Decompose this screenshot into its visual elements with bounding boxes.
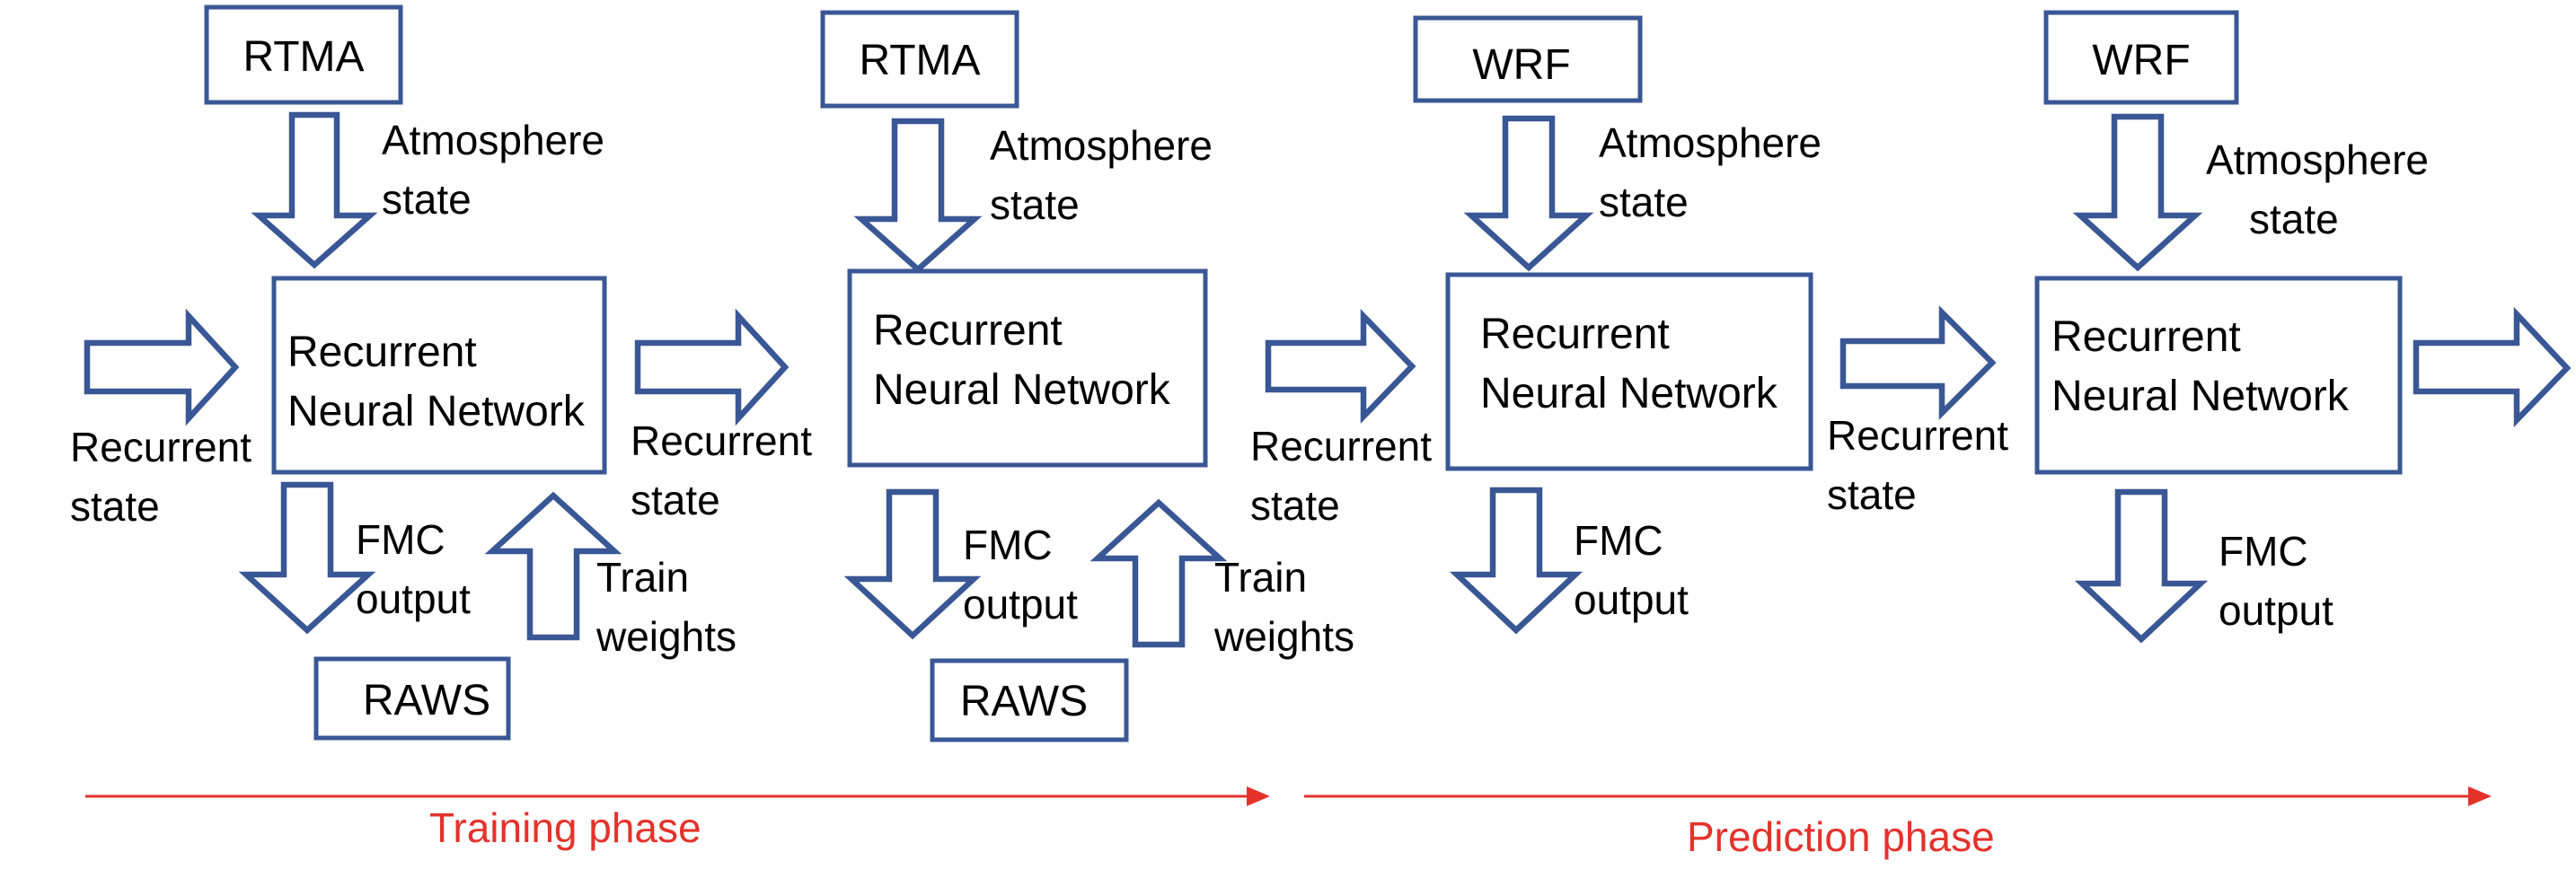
rnn-label-line1: Recurrent	[1480, 311, 1670, 358]
raws-observation-label: RAWS	[960, 678, 1088, 725]
recurrent-state-label-line1: Recurrent	[1250, 423, 1432, 470]
train-weights-label-line2: weights	[1213, 613, 1354, 660]
fmc-output-label-line1: FMC	[2219, 528, 2308, 575]
atmosphere-state-label-line2: state	[990, 181, 1080, 228]
prediction-phase-arrowhead	[2468, 786, 2492, 806]
recurrent-state-label-line2: state	[1827, 471, 1917, 518]
step-4: WRF Atmosphere state Recurrent Neural Ne…	[2034, 10, 2429, 644]
fmc-output-label-line1: FMC	[356, 516, 446, 563]
training-phase-arrowhead	[1247, 786, 1270, 806]
fmc-output-arrow	[238, 481, 376, 635]
recurrent-state-label-line1: Recurrent	[70, 424, 251, 470]
recurrent-state-arrow-1	[634, 308, 790, 426]
atmosphere-state-label-line1: Atmosphere	[2206, 136, 2429, 183]
atmosphere-state-label-line2: state	[1599, 179, 1689, 225]
raws-observation-label: RAWS	[363, 677, 490, 724]
rnn-box	[2034, 276, 2403, 475]
rnn-label-line2: Neural Network	[287, 388, 586, 435]
recurrent-state-label-line2: state	[1250, 482, 1340, 529]
recurrent-state-arrow-3	[1839, 305, 1997, 420]
training-phase-label: Training phase	[429, 804, 701, 851]
wrf-source-box	[2043, 10, 2239, 105]
training-phase-indicator: Training phase	[85, 786, 1270, 851]
rnn-box	[847, 268, 1208, 468]
rnn-label-line1: Recurrent	[287, 329, 477, 376]
train-weights-label-line2: weights	[595, 613, 737, 660]
fmc-output-arrow	[843, 488, 982, 640]
rnn-label-line2: Neural Network	[1480, 370, 1778, 417]
train-weights-arrow	[1090, 498, 1228, 648]
rtma-source-box	[820, 10, 1019, 109]
step-2: RTMA Atmosphere state Recurrent Neural N…	[820, 10, 1354, 742]
wrf-source-box	[1413, 15, 1643, 103]
atmosphere-state-label-line1: Atmosphere	[382, 117, 604, 163]
fmc-output-arrow	[1449, 487, 1584, 635]
rnn-label-line2: Neural Network	[2051, 373, 2350, 420]
recurrent-state-input-arrow	[84, 308, 240, 426]
rnn-label-line1: Recurrent	[2051, 313, 2241, 361]
raws-observation-box	[930, 658, 1129, 742]
recurrent-state-label-line2: state	[631, 477, 720, 523]
rtma-source-label: RTMA	[859, 37, 980, 84]
recurrent-state-arrow-2	[1265, 308, 1416, 425]
fmc-output-label-line2: output	[1574, 576, 1689, 623]
fmc-output-label-line1: FMC	[963, 522, 1053, 568]
atmosphere-state-arrow	[853, 118, 983, 274]
fmc-output-label-line2: output	[2219, 587, 2333, 634]
atmosphere-state-label-line2: state	[2249, 196, 2339, 242]
atmosphere-state-arrow	[2072, 113, 2203, 272]
raws-observation-box	[313, 656, 511, 741]
step-3: WRF Atmosphere state Recurrent Neural Ne…	[1413, 15, 1822, 635]
train-weights-label-line1: Train	[596, 554, 689, 601]
atmosphere-state-arrow	[1463, 115, 1594, 272]
train-weights-arrow	[484, 491, 622, 641]
atmosphere-state-label-line2: state	[382, 176, 472, 223]
wrf-source-label: WRF	[1472, 41, 1570, 89]
recurrent-state-label-line1: Recurrent	[1827, 412, 2008, 459]
atmosphere-state-arrow	[251, 111, 378, 269]
wrf-source-label: WRF	[2092, 37, 2190, 84]
rnn-label-line1: Recurrent	[873, 307, 1063, 355]
rnn-label-line2: Neural Network	[873, 366, 1171, 414]
recurrent-state-label-line2: state	[70, 483, 160, 530]
rnn-box	[271, 276, 607, 475]
rtma-source-box	[204, 4, 403, 105]
fmc-output-arrow	[2074, 488, 2209, 644]
step-1: RTMA Atmosphere state Recurrent Neural N…	[70, 4, 737, 741]
atmosphere-state-label-line1: Atmosphere	[990, 122, 1213, 169]
recurrent-state-label-line1: Recurrent	[631, 417, 812, 464]
rnn-box	[1445, 272, 1813, 471]
recurrent-state-arrow-out	[2413, 306, 2572, 428]
fmc-output-label-line2: output	[963, 581, 1078, 628]
prediction-phase-indicator: Prediction phase	[1304, 786, 2492, 860]
atmosphere-state-label-line1: Atmosphere	[1599, 119, 1822, 166]
prediction-phase-label: Prediction phase	[1687, 813, 1995, 860]
train-weights-label-line1: Train	[1214, 554, 1307, 601]
rtma-source-label: RTMA	[243, 33, 364, 81]
fmc-output-label-line2: output	[356, 575, 471, 622]
fmc-output-label-line1: FMC	[1574, 517, 1663, 564]
